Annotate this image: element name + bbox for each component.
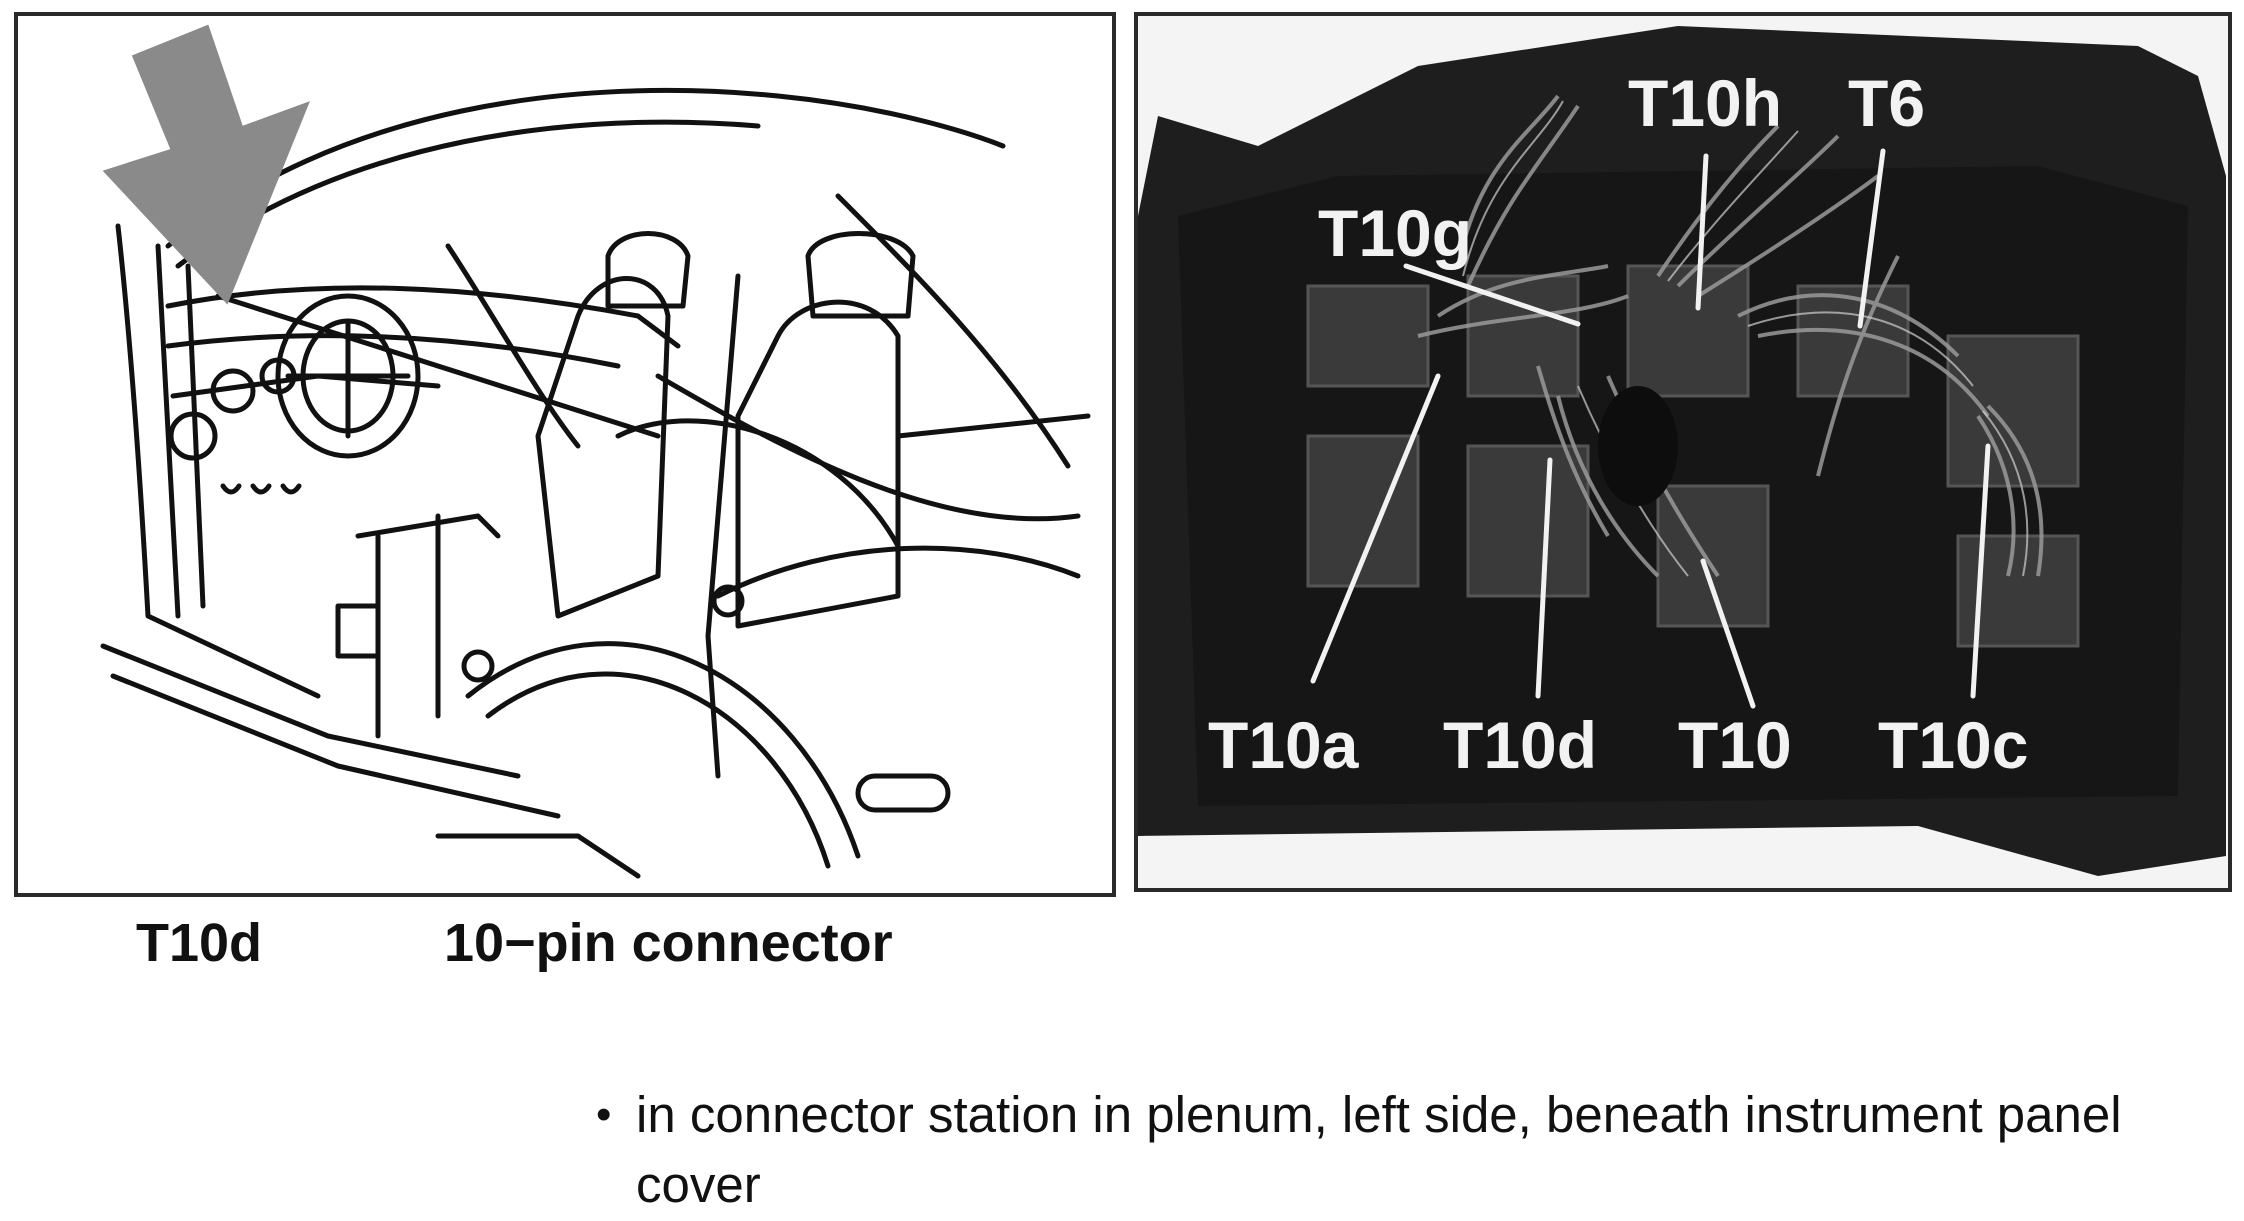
callout-t10: T10 — [1678, 708, 1792, 782]
callout-t10c: T10c — [1878, 708, 2028, 782]
location-arrow-icon — [102, 24, 310, 305]
callout-t10d: T10d — [1443, 708, 1597, 782]
connector-id-label: T10d — [136, 913, 263, 973]
vehicle-line-drawing — [100, 24, 1091, 879]
connector-station-photo: T10g T10h T6 T10a T10d T10 T10c — [1134, 12, 2232, 892]
callout-t10h: T10h — [1628, 66, 1782, 140]
callout-t6: T6 — [1848, 66, 1925, 140]
connector-photo-graphic: T10g T10h T6 T10a T10d T10 T10c — [1138, 26, 2226, 876]
callout-t10a: T10a — [1208, 708, 1360, 782]
location-note: • in connector station in plenum, left s… — [596, 1080, 2216, 1220]
location-text: in connector station in plenum, left sid… — [636, 1086, 2122, 1213]
bullet-icon: • — [596, 1090, 612, 1139]
vehicle-interior-illustration — [14, 12, 1116, 897]
callout-t10g: T10g — [1318, 196, 1472, 270]
connector-description: 10−pin connector — [444, 913, 893, 973]
